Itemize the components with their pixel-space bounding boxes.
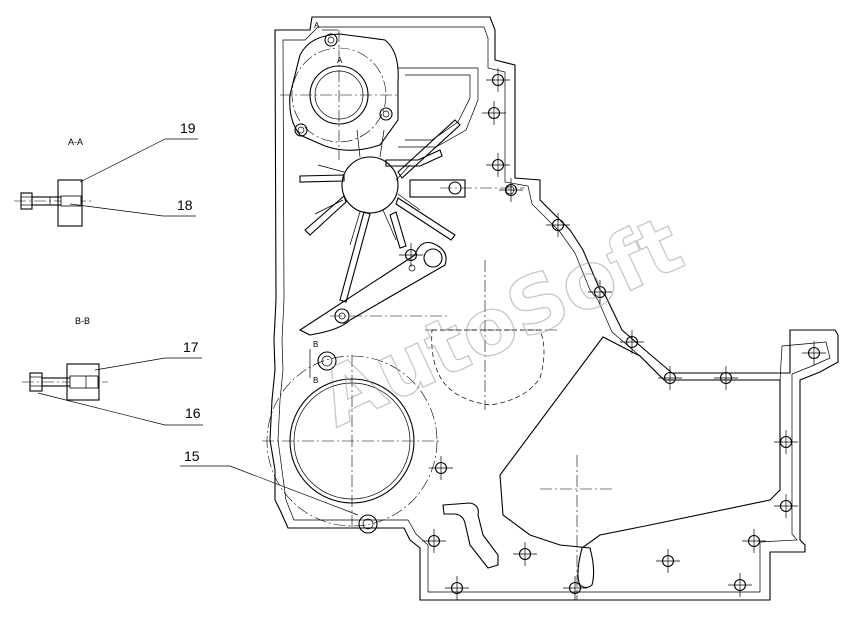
bolt-hole bbox=[513, 542, 537, 566]
leader-17 bbox=[94, 357, 166, 371]
leader-16 bbox=[37, 392, 166, 426]
bolt-hole bbox=[774, 430, 798, 454]
callout-17: 17 bbox=[183, 339, 199, 355]
bolt-hole bbox=[802, 341, 826, 365]
callout-15: 15 bbox=[184, 448, 200, 464]
bolt-hole bbox=[422, 529, 446, 553]
oil-pan-flange bbox=[499, 336, 781, 600]
bolt-hole bbox=[588, 280, 612, 304]
bolt-hole bbox=[486, 68, 510, 92]
bolt-hole bbox=[486, 153, 510, 177]
callout-16: 16 bbox=[185, 405, 201, 421]
bolt-hole bbox=[656, 549, 680, 573]
bolt-hole bbox=[499, 178, 523, 202]
bolt-hole bbox=[620, 330, 644, 354]
crankshaft-seal-bore bbox=[262, 355, 442, 534]
bolt-hole bbox=[482, 101, 506, 125]
bolt-hole bbox=[774, 494, 798, 518]
section-aa-boss bbox=[57, 179, 83, 227]
section-bb-boss bbox=[66, 363, 100, 401]
callout-19: 19 bbox=[180, 120, 196, 136]
bolt-hole bbox=[658, 366, 682, 390]
bolt-hole bbox=[399, 243, 423, 267]
section-bb-label: B-B bbox=[75, 316, 90, 326]
pump-housing: A A bbox=[280, 21, 400, 160]
cover-outline bbox=[269, 16, 839, 601]
bolt-hole bbox=[728, 573, 752, 597]
raised-boss-panel bbox=[398, 67, 479, 148]
leader-15 bbox=[229, 465, 359, 516]
view-marker-a-lower: A bbox=[337, 56, 343, 65]
watermark: AutoSoft bbox=[306, 199, 697, 446]
b-marker-boss: B B bbox=[309, 340, 337, 385]
bolt-hole bbox=[742, 529, 766, 553]
bolt-hole bbox=[546, 213, 570, 237]
callout-15-group: 15 bbox=[180, 448, 359, 516]
bolt-hole bbox=[445, 576, 469, 600]
bolt-hole bbox=[563, 576, 587, 600]
view-marker-b-upper: B bbox=[313, 340, 318, 349]
section-aa-label: A-A bbox=[68, 137, 83, 147]
watermark-text: AutoSoft bbox=[306, 200, 695, 445]
view-marker-b-lower: B bbox=[313, 376, 318, 385]
central-hub bbox=[299, 119, 461, 303]
leader-19 bbox=[79, 138, 166, 183]
idler-linkage bbox=[298, 241, 450, 336]
hidden-bore bbox=[425, 260, 560, 410]
bolt-holes bbox=[399, 68, 826, 600]
bolt-hole bbox=[429, 456, 453, 480]
callout-18: 18 bbox=[177, 197, 193, 213]
view-marker-a-upper: A bbox=[314, 21, 320, 30]
section-bb-detail: B-B 17 16 bbox=[22, 316, 203, 426]
slot-bracket bbox=[442, 502, 499, 569]
section-aa-detail: A-A 19 18 bbox=[14, 120, 198, 227]
bolt-hole bbox=[714, 366, 738, 390]
leader-18 bbox=[69, 203, 164, 217]
